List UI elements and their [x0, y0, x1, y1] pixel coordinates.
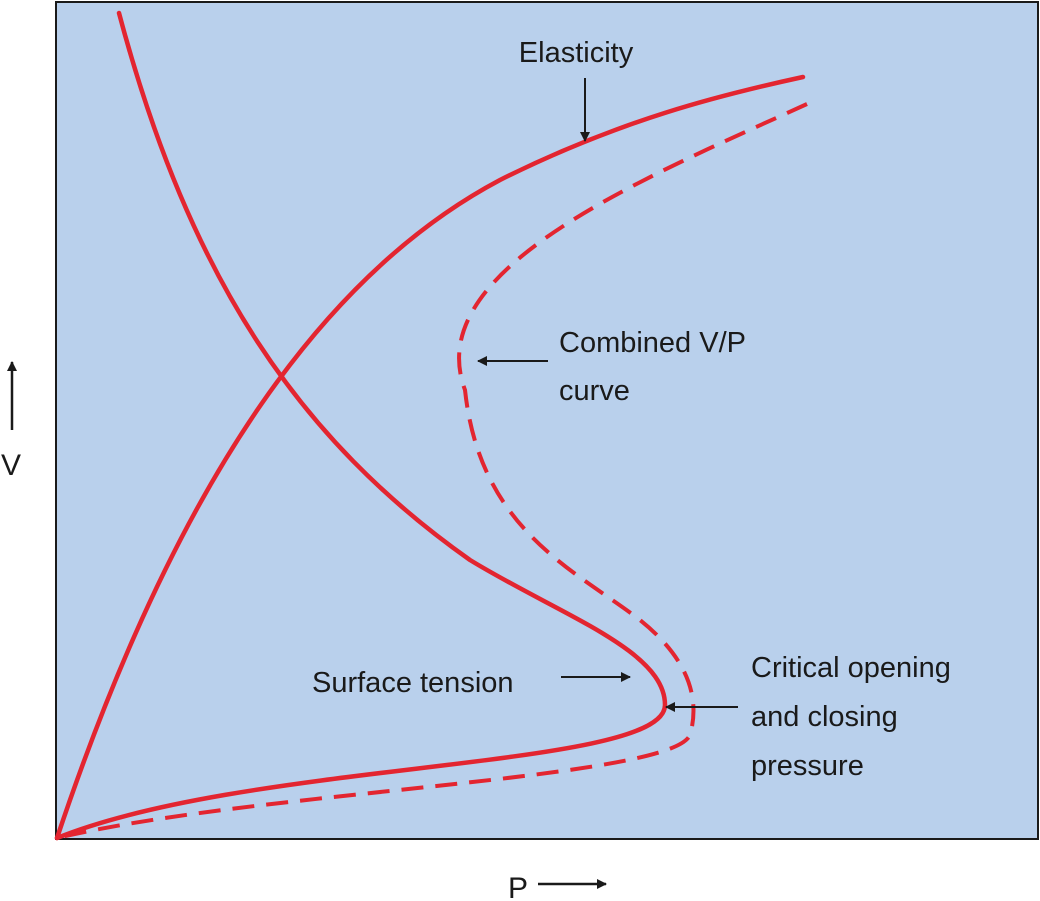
critical-label-line2: and closing [751, 701, 898, 733]
elasticity-curve [54, 74, 806, 841]
critical-label-line3: pressure [751, 750, 864, 782]
surface-tension-label: Surface tension [312, 667, 514, 699]
y-axis-label: V [1, 449, 21, 482]
x-axis-label: P [508, 872, 528, 901]
combined-label-line2: curve [559, 375, 630, 407]
elasticity-label: Elasticity [519, 37, 634, 69]
plot-area [55, 1, 1039, 840]
critical-label-line1: Critical opening [751, 652, 951, 684]
combined-vp-curve [56, 102, 808, 840]
surface-tension-curve [54, 10, 668, 841]
combined-label-line1: Combined V/P [559, 327, 746, 359]
